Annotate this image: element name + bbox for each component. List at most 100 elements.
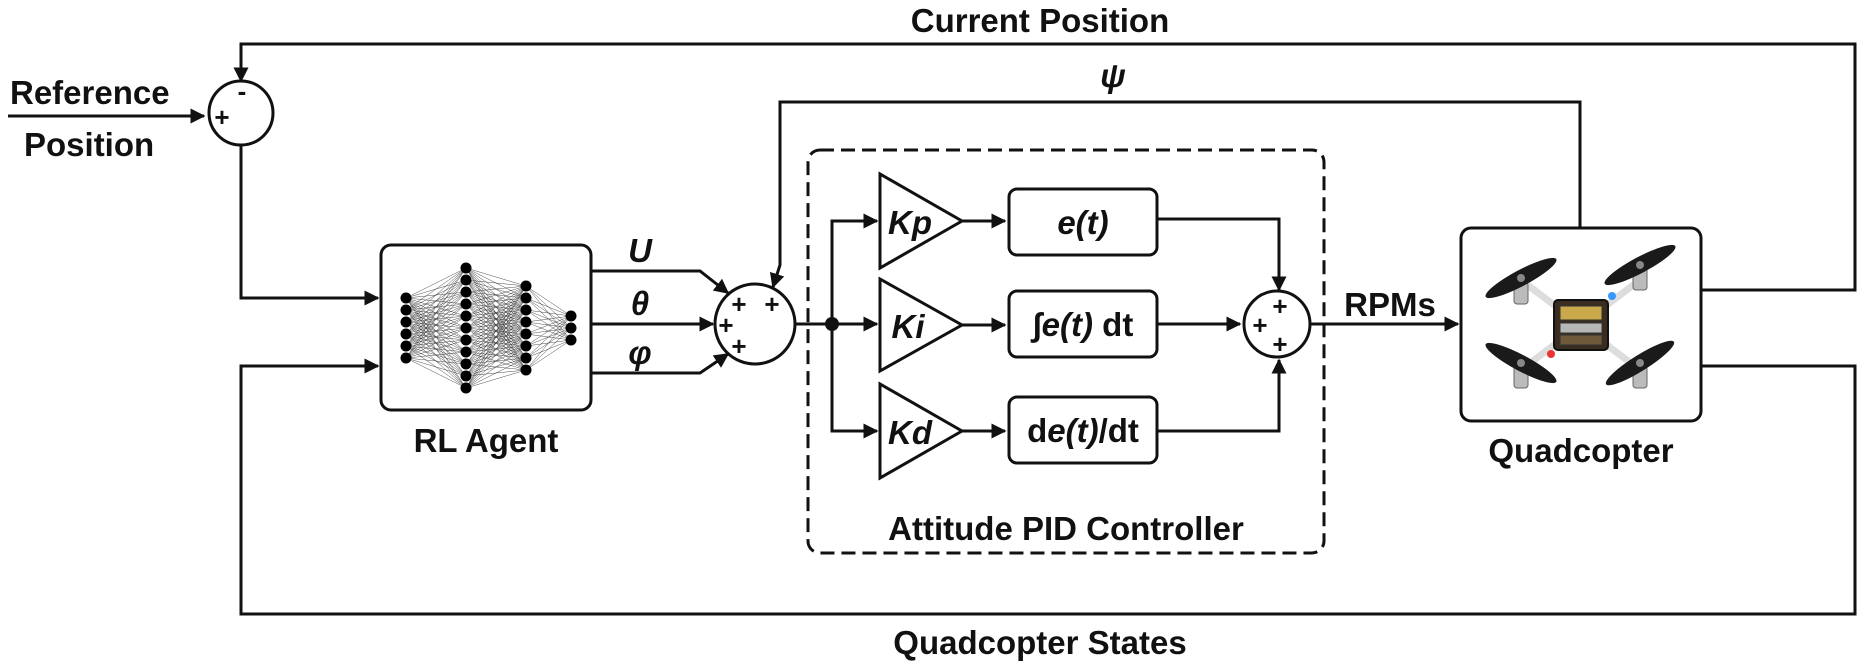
- kp-branch-wire: [830, 213, 879, 324]
- nn-connection: [465, 285, 527, 341]
- nn-neuron: [520, 328, 532, 340]
- nn-connection: [525, 315, 572, 335]
- nn-neuron: [400, 340, 412, 352]
- quadcopter-label: Quadcopter: [1488, 432, 1673, 469]
- nn-connection: [465, 285, 527, 293]
- nn-connection: [405, 339, 467, 359]
- kd-gain-block: [878, 381, 966, 481]
- derivative-to-sum-wire: [1157, 358, 1287, 433]
- current-position-label: Current Position: [911, 2, 1170, 39]
- pid-controller-boundary: [806, 148, 1326, 555]
- nn-neuron: [565, 310, 577, 322]
- proportional-term-block: [1007, 187, 1159, 257]
- plus-sign: +: [731, 289, 746, 319]
- plus-sign: +: [1252, 310, 1267, 340]
- plus-sign: +: [1272, 291, 1287, 321]
- reference-position-label-line2: Position: [24, 126, 154, 163]
- nn-neuron: [460, 274, 472, 286]
- current-position-feedback-wire: [233, 42, 1857, 292]
- nn-neuron: [460, 334, 472, 346]
- nn-connection: [405, 303, 467, 359]
- nn-connection: [525, 315, 572, 323]
- nn-connection: [405, 279, 467, 359]
- psi-feed-wire: [769, 100, 1582, 289]
- nn-connection: [405, 267, 467, 323]
- nn-connection: [465, 285, 527, 365]
- minus-sign: -: [238, 76, 247, 106]
- nn-neuron: [520, 364, 532, 376]
- nn-connection: [405, 267, 467, 359]
- nn-connection: [405, 357, 467, 389]
- kd-label: Kd: [888, 414, 933, 451]
- nn-connection: [465, 285, 527, 353]
- nn-neuron: [460, 370, 472, 382]
- nn-neuron: [520, 316, 532, 328]
- nn-neuron: [400, 352, 412, 364]
- nn-neuron: [460, 262, 472, 274]
- nn-neuron: [460, 310, 472, 322]
- nn-connection: [465, 369, 527, 389]
- nn-neuron: [460, 382, 472, 394]
- phi-label: φ: [628, 334, 651, 371]
- theta-label: θ: [631, 285, 649, 322]
- nn-connection: [465, 285, 527, 329]
- rpms-label: RPMs: [1344, 286, 1436, 323]
- nn-neuron: [460, 358, 472, 370]
- nn-neuron: [400, 316, 412, 328]
- nn-connection: [465, 285, 527, 389]
- phi-output-wire: [591, 352, 730, 375]
- nn-connection: [525, 315, 572, 359]
- nn-connection: [405, 267, 467, 311]
- quadcopter-states-label: Quadcopter States: [893, 624, 1186, 661]
- nn-connection: [405, 357, 467, 365]
- plus-sign: +: [718, 310, 733, 340]
- nn-neuron: [565, 322, 577, 334]
- nn-connection: [405, 351, 467, 359]
- nn-connection: [405, 315, 467, 359]
- proportional-term-label: e(t): [1057, 204, 1108, 241]
- reference-position-label-line1: Reference: [10, 74, 170, 111]
- nn-connection: [465, 321, 527, 389]
- nn-connection: [405, 327, 467, 359]
- quadcopter-drone-icon: [1485, 244, 1676, 389]
- nn-neuron: [460, 346, 472, 358]
- integral-term-label: ∫e(t) dt: [1030, 306, 1134, 343]
- nn-connection: [525, 309, 572, 317]
- nn-neuron: [520, 280, 532, 292]
- nn-neuron: [565, 334, 577, 346]
- nn-connection: [525, 315, 572, 371]
- nn-connection: [465, 285, 527, 377]
- nn-connection: [465, 285, 527, 305]
- derivative-term-label: de(t)/dt: [1027, 412, 1139, 449]
- nn-neuron: [520, 304, 532, 316]
- kp-gain-block: [878, 171, 966, 271]
- nn-neuron: [400, 292, 412, 304]
- nn-connection: [405, 267, 467, 335]
- nn-connection: [525, 285, 572, 317]
- ki-label: Ki: [892, 308, 926, 345]
- plus-sign: +: [1272, 329, 1287, 359]
- nn-connection: [465, 357, 527, 389]
- nn-neuron: [400, 328, 412, 340]
- nn-connection: [465, 267, 527, 287]
- neural-network-icon: [400, 262, 577, 394]
- nn-connection: [405, 357, 467, 377]
- nn-neuron: [520, 352, 532, 364]
- nn-connection: [525, 339, 572, 371]
- nn-neuron: [460, 298, 472, 310]
- nn-connection: [525, 315, 572, 347]
- plus-sign: +: [214, 102, 229, 132]
- nn-neuron: [400, 304, 412, 316]
- kp-label: Kp: [888, 204, 932, 241]
- plus-sign: +: [764, 289, 779, 319]
- plus-sign: +: [731, 331, 746, 361]
- nn-connection: [465, 309, 527, 389]
- proportional-to-sum-wire: [1157, 217, 1287, 292]
- pid-controller-label: Attitude PID Controller: [888, 510, 1244, 547]
- nn-connection: [465, 333, 527, 389]
- nn-neuron: [520, 292, 532, 304]
- nn-connection: [465, 285, 527, 317]
- error-to-agent-wire: [239, 145, 380, 306]
- nn-connection: [525, 327, 572, 371]
- rl-agent-block: [379, 243, 593, 412]
